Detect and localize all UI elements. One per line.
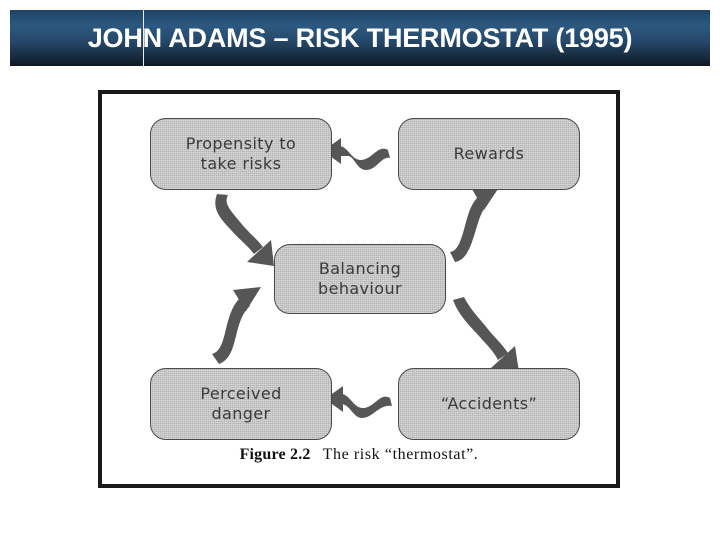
figure-caption-text: The risk “thermostat”.: [322, 446, 479, 463]
risk-thermostat-diagram: Propensity to take risks Rewards Balanci…: [102, 94, 616, 484]
arrow-balancing-to-accidents-icon: [453, 297, 519, 372]
arrow-accidents-to-perceived-icon: [325, 386, 392, 418]
slide-title-banner: JOHN ADAMS – RISK THERMOSTAT (1995): [10, 10, 710, 66]
node-rewards[interactable]: Rewards: [398, 118, 580, 190]
page-title: JOHN ADAMS – RISK THERMOSTAT (1995): [87, 22, 633, 53]
node-accidents-label: “Accidents”: [440, 394, 538, 413]
arrow-balancing-to-rewards-icon: [450, 186, 500, 262]
node-perceived-danger[interactable]: Perceived danger: [150, 368, 332, 440]
node-perceived-label: Perceived danger: [200, 384, 282, 423]
arrow-perceived-to-balancing-icon: [212, 287, 261, 364]
arrow-rewards-to-propensity-icon: [323, 138, 390, 170]
node-balancing-behaviour[interactable]: Balancing behaviour: [274, 244, 446, 314]
arrow-propensity-to-balancing-icon: [215, 194, 274, 266]
node-rewards-label: Rewards: [453, 144, 525, 163]
node-propensity-to-take-risks[interactable]: Propensity to take risks: [150, 118, 332, 190]
node-accidents[interactable]: “Accidents”: [398, 368, 580, 440]
figure-caption: Figure 2.2 The risk “thermostat”.: [102, 446, 616, 464]
banner-divider-line: [143, 10, 144, 66]
node-balancing-label: Balancing behaviour: [318, 259, 402, 298]
figure-frame: Propensity to take risks Rewards Balanci…: [98, 90, 620, 488]
node-propensity-label: Propensity to take risks: [185, 134, 297, 173]
figure-caption-label: Figure 2.2: [239, 446, 311, 463]
figure-caption-spacer: [311, 446, 323, 463]
